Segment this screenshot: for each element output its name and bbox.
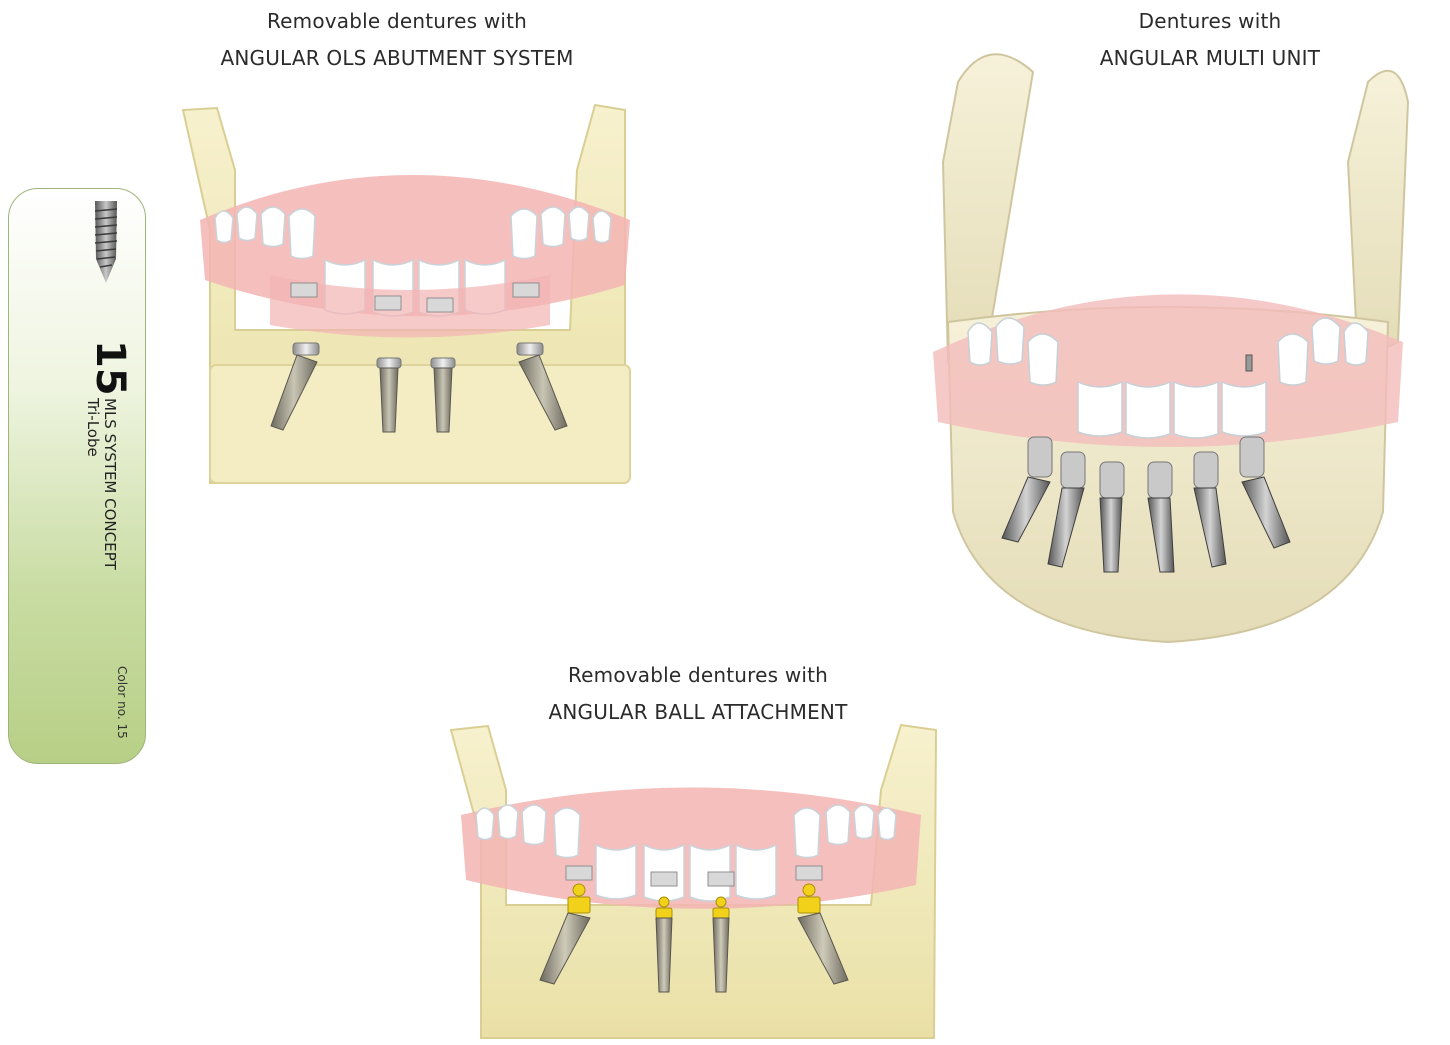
tab-subtitle: Tri-Lobe bbox=[84, 398, 101, 457]
caption-ols: Removable dentures with ANGULAR OLS ABUT… bbox=[192, 3, 602, 77]
implant-thumbnail-icon bbox=[92, 197, 120, 287]
caption-ball-line1: Removable dentures with bbox=[488, 657, 908, 694]
tab-number: 15 bbox=[90, 340, 130, 396]
caption-ols-line2: ANGULAR OLS ABUTMENT SYSTEM bbox=[192, 40, 602, 77]
multi-unit-denture-illustration bbox=[928, 42, 1418, 652]
tab-title: MLS SYSTEM CONCEPT bbox=[101, 398, 118, 570]
ols-denture-illustration bbox=[175, 100, 645, 490]
screw-icon bbox=[1246, 355, 1252, 371]
caption-multi-unit-line1: Dentures with bbox=[1040, 3, 1380, 40]
ball-attachment-denture-illustration bbox=[446, 720, 946, 1040]
caption-ols-line1: Removable dentures with bbox=[192, 3, 602, 40]
tab-color-label: Color no. 15 bbox=[115, 666, 129, 739]
